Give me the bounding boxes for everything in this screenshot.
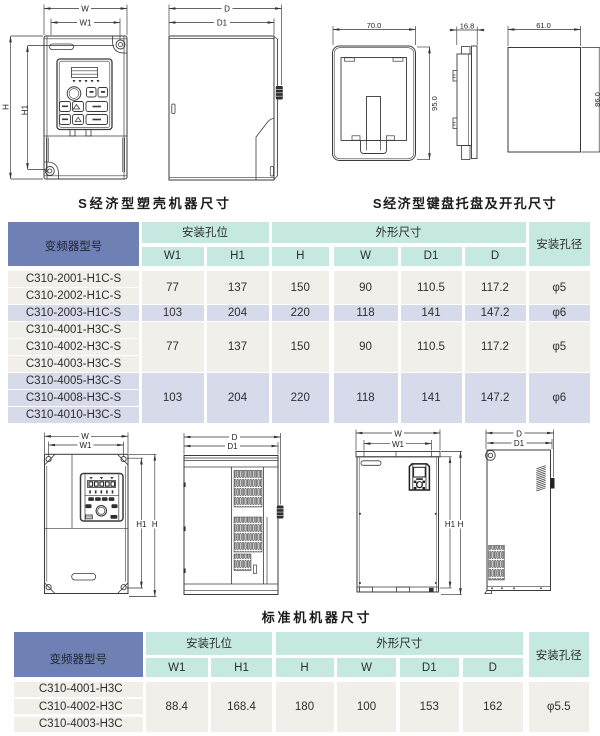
svg-text:86.0: 86.0 xyxy=(593,92,600,107)
svg-text:H1: H1 xyxy=(21,104,30,115)
svg-text:D1: D1 xyxy=(227,442,238,451)
svg-text:W1: W1 xyxy=(80,18,93,27)
svg-text:H1: H1 xyxy=(136,520,147,529)
svg-text:D: D xyxy=(232,433,238,442)
svg-text:W1: W1 xyxy=(392,440,405,449)
svg-text:H1: H1 xyxy=(445,520,456,529)
svg-text:D1: D1 xyxy=(514,439,525,448)
svg-text:95.0: 95.0 xyxy=(430,96,439,111)
svg-text:D: D xyxy=(516,430,522,439)
svg-text:W1: W1 xyxy=(80,441,93,450)
svg-text:70.0: 70.0 xyxy=(367,21,382,30)
svg-text:H: H xyxy=(458,520,464,529)
svg-text:W: W xyxy=(394,430,402,439)
svg-text:H: H xyxy=(152,520,158,529)
svg-text:D1: D1 xyxy=(217,18,228,27)
svg-text:W: W xyxy=(81,4,89,13)
svg-text:W: W xyxy=(81,432,89,441)
svg-text:61.0: 61.0 xyxy=(536,21,551,30)
svg-text:16.8: 16.8 xyxy=(460,21,475,30)
svg-text:H: H xyxy=(2,104,11,110)
svg-text:D: D xyxy=(224,4,230,13)
